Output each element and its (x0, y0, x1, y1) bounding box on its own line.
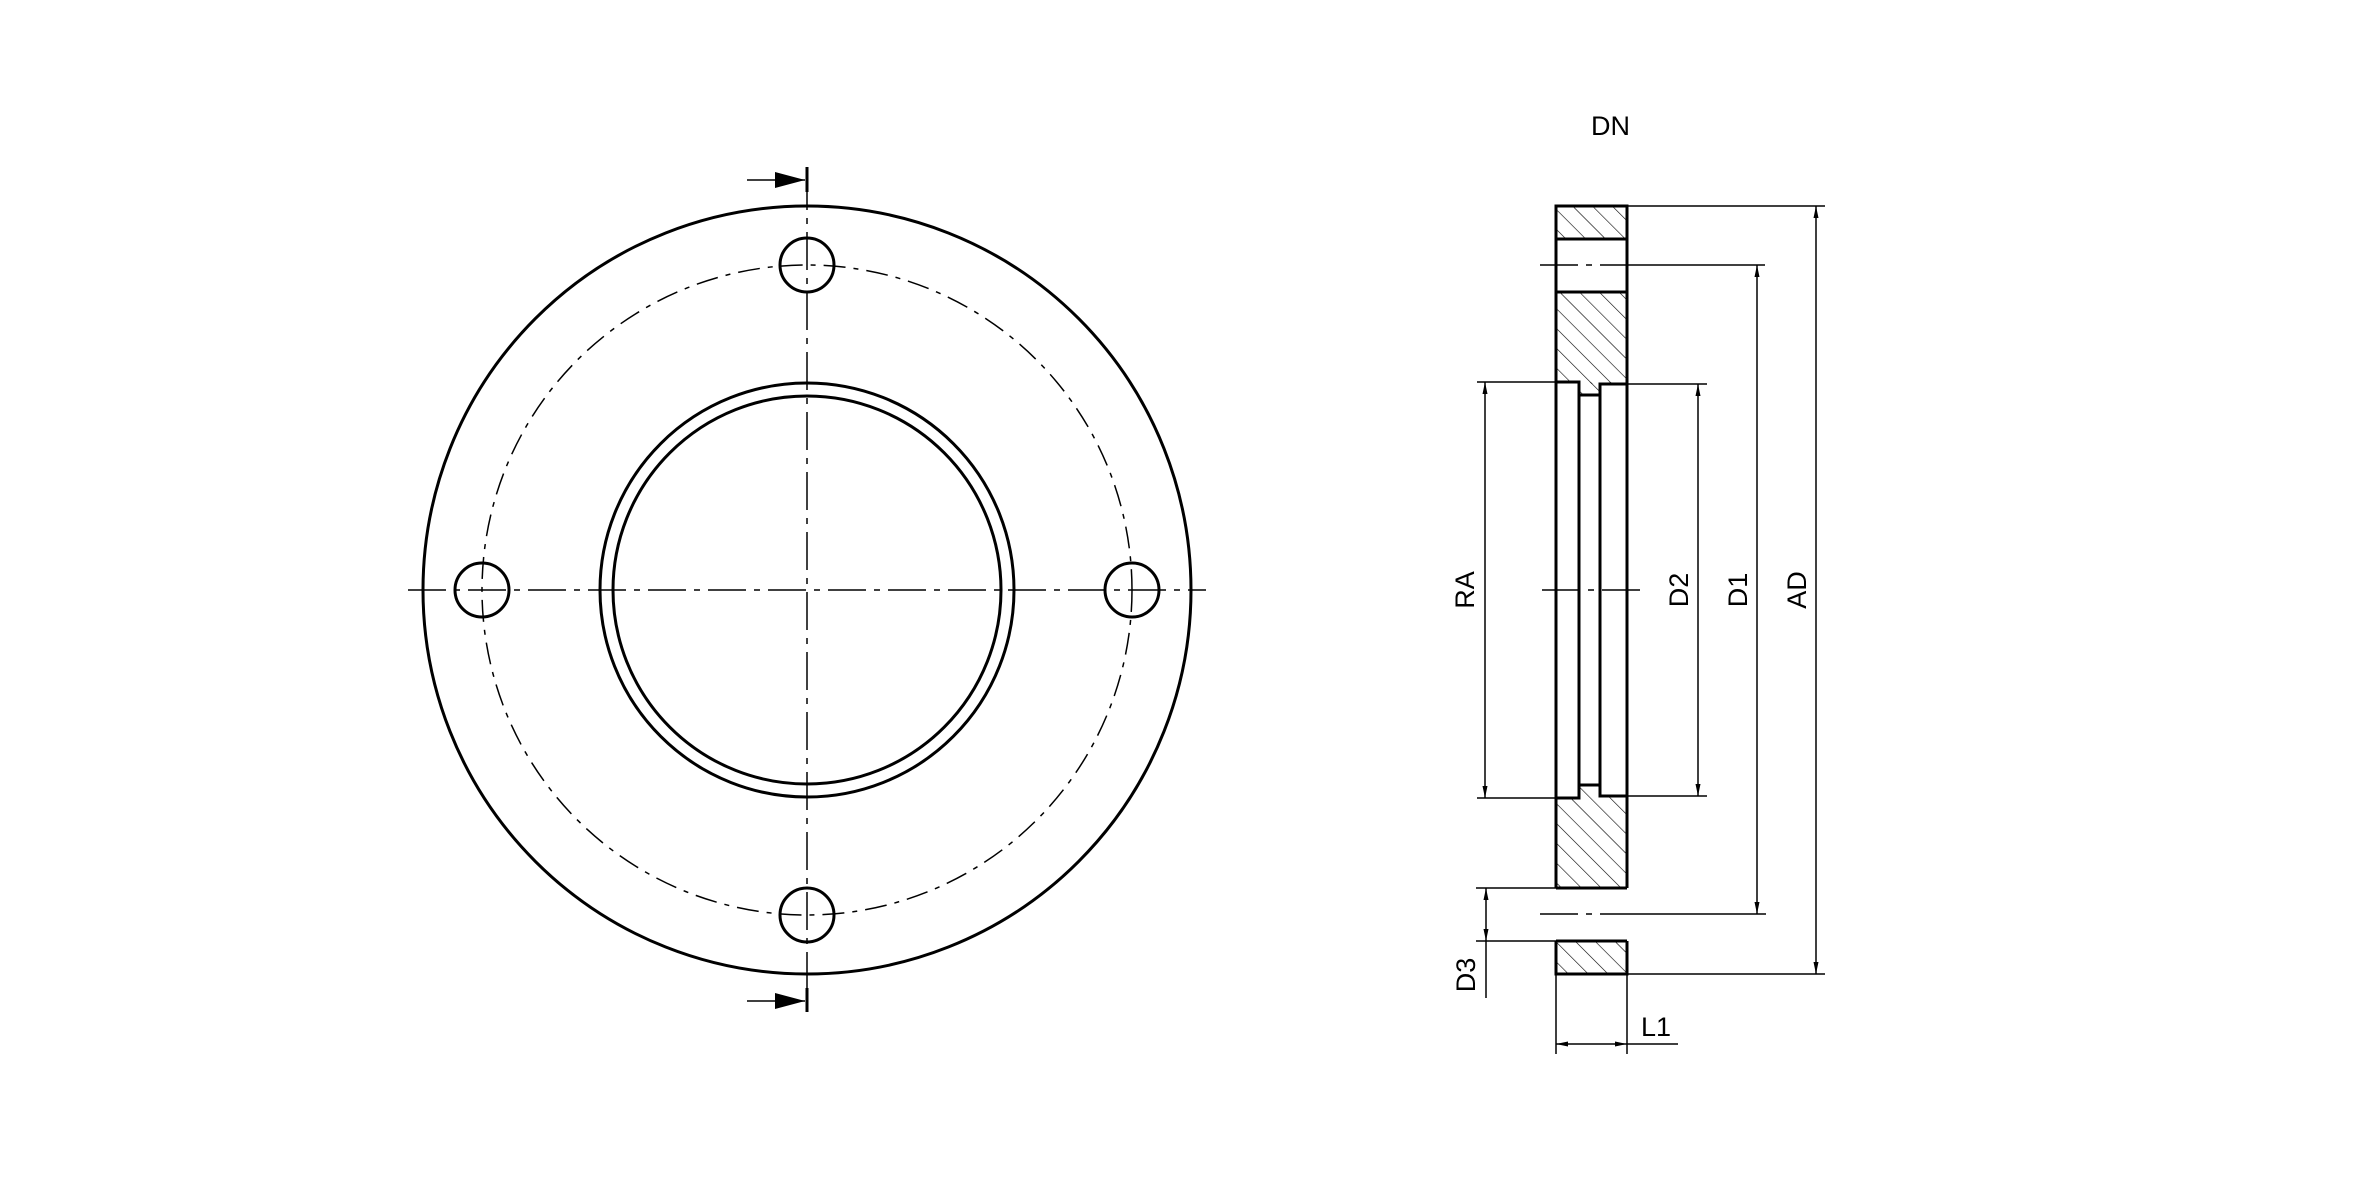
front-view (408, 167, 1206, 1012)
section-arrow-top (747, 167, 809, 192)
label-d3: D3 (1451, 958, 1481, 993)
label-dn: DN (1591, 111, 1630, 141)
section-arrow-bottom (747, 988, 809, 1012)
side-section-view: DN RA D2 D1 AD D3 L1 (1450, 111, 1825, 1054)
label-l1: L1 (1641, 1012, 1671, 1042)
label-d2: D2 (1664, 573, 1694, 608)
label-ra: RA (1450, 571, 1480, 609)
extension-lines (1476, 205, 1825, 1054)
section-hatch (1556, 206, 1627, 974)
label-ad: AD (1782, 571, 1812, 609)
label-d1: D1 (1723, 573, 1753, 608)
